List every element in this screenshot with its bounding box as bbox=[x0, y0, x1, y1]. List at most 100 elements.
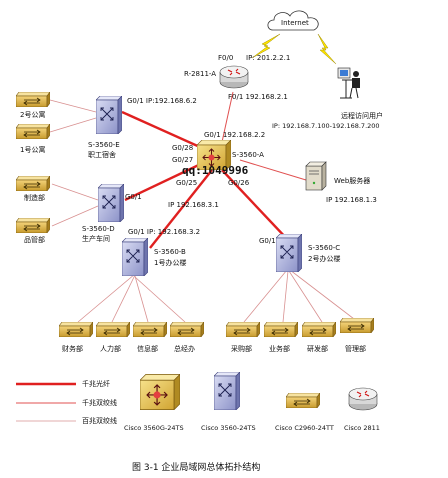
lan-link-c-hub3 bbox=[288, 270, 323, 323]
lan-link-e-hub2 bbox=[49, 117, 97, 133]
lan-link-e-hub1 bbox=[49, 99, 97, 113]
hub-icon bbox=[286, 393, 320, 408]
core-g028-label: G0/28 bbox=[172, 144, 193, 152]
switch-b-name: S-3560-B bbox=[154, 248, 186, 256]
hub-c-3[interactable] bbox=[302, 322, 336, 337]
hub-b-2-label: 人力部 bbox=[100, 344, 121, 353]
cloud-icon bbox=[267, 10, 319, 31]
switch-d-name: S-3560-D bbox=[82, 225, 115, 233]
server-icon bbox=[305, 165, 323, 191]
hub-c-2[interactable] bbox=[264, 322, 298, 337]
hub-e-1[interactable] bbox=[16, 92, 50, 107]
switch-icon bbox=[98, 184, 124, 222]
lightning-bolt-icon bbox=[251, 33, 281, 59]
hub-e-1-label: 2号公寓 bbox=[20, 110, 45, 119]
lan-link-c-hub4 bbox=[289, 269, 359, 323]
lan-link-b-hub2 bbox=[111, 274, 136, 323]
wan-links bbox=[251, 33, 337, 65]
router-icon bbox=[348, 387, 378, 411]
legend-device-3560-label: Cisco 3560-24TS bbox=[201, 424, 256, 432]
fiber-link-a-e bbox=[121, 110, 212, 154]
router-f00-ip: IP: 201.2.2.1 bbox=[246, 54, 290, 62]
switch-s3560c[interactable] bbox=[276, 234, 302, 272]
lan-link-d-hub2 bbox=[51, 205, 99, 227]
fiber-link-a-c bbox=[221, 169, 289, 241]
hub-c-4[interactable] bbox=[340, 318, 374, 333]
switch-e-sub: 职工宿舍 bbox=[88, 150, 116, 159]
hub-e-2-label: 1号公寓 bbox=[20, 145, 45, 154]
switch-b-uplink-ip: IP 192.168.3.1 bbox=[168, 201, 219, 209]
hub-c-2-label: 业务部 bbox=[269, 344, 290, 353]
remote-user-ip: IP: 192.168.7.100-192.168.7.200 bbox=[272, 122, 380, 130]
lan-link-b-hub1 bbox=[77, 273, 136, 323]
hub-d-2[interactable] bbox=[16, 218, 50, 233]
hub-b-1[interactable] bbox=[59, 322, 93, 337]
hub-icon bbox=[96, 322, 130, 337]
hub-b-1-label: 财务部 bbox=[62, 344, 83, 353]
legend-devices: Cisco 3560G-24TS Cisco 3560-24TS Cisco C… bbox=[124, 372, 380, 432]
fiber-link-a-d bbox=[124, 160, 206, 202]
remote-user-label: 远程访问用户 bbox=[341, 111, 383, 120]
switch-d-sub: 生产车间 bbox=[82, 234, 110, 243]
server-label: Web服务器 bbox=[334, 176, 370, 185]
hub-icon bbox=[133, 322, 167, 337]
hub-icon bbox=[226, 322, 260, 337]
core-switch-icon bbox=[140, 374, 180, 410]
legend-device-2811-label: Cisco 2811 bbox=[344, 424, 380, 432]
hub-b-2[interactable] bbox=[96, 322, 130, 337]
router-f00-label: F0/0 bbox=[218, 54, 233, 62]
tp-link-router-core bbox=[221, 91, 234, 143]
core-g01-label: G0/1 192.168.2.2 bbox=[204, 131, 265, 139]
switch-d-g01: G0/1 bbox=[125, 193, 142, 201]
hub-d-2-label: 品管部 bbox=[24, 235, 45, 244]
user-icon bbox=[353, 71, 359, 77]
hub-c-1[interactable] bbox=[226, 322, 260, 337]
router-r2811[interactable] bbox=[219, 65, 249, 89]
hub-d-1-label: 制造部 bbox=[24, 193, 45, 202]
hub-c-1-label: 采购部 bbox=[231, 344, 252, 353]
legend-device-2960-label: Cisco C2960-24TT bbox=[275, 424, 334, 432]
hub-c-4-label: 管理部 bbox=[345, 344, 366, 353]
tp-link-core-server bbox=[239, 159, 307, 181]
cloud-label: Internet bbox=[281, 19, 309, 27]
hub-icon bbox=[340, 318, 374, 333]
hub-icon bbox=[59, 322, 93, 337]
switch-b-sub: 1号办公楼 bbox=[154, 258, 186, 267]
web-server[interactable] bbox=[305, 161, 327, 191]
switch-s3560e[interactable] bbox=[96, 96, 122, 134]
internet-cloud: Internet bbox=[267, 10, 319, 31]
legend-lines: 千兆光纤 千兆双绞线 百兆双绞线 bbox=[16, 379, 117, 425]
hub-icon bbox=[264, 322, 298, 337]
switch-c-name: S-3560-C bbox=[308, 244, 340, 252]
router-f01-label: F0/1 192.168.2.1 bbox=[228, 93, 288, 101]
lan-link-b-hub3 bbox=[134, 275, 149, 323]
hub-b-3[interactable] bbox=[133, 322, 167, 337]
switch-c-sub: 2号办公楼 bbox=[308, 254, 340, 263]
hub-icon bbox=[16, 92, 50, 107]
hub-icon bbox=[16, 176, 50, 191]
hub-e-2[interactable] bbox=[16, 124, 50, 139]
switch-icon bbox=[96, 96, 122, 134]
core-switch-name: S-3560-A bbox=[232, 151, 264, 159]
hub-b-4-label: 总经办 bbox=[174, 344, 195, 353]
fiber-link-a-b bbox=[149, 169, 213, 249]
links bbox=[49, 91, 359, 323]
hub-d-1[interactable] bbox=[16, 176, 50, 191]
switch-b-g01: G0/1 IP: 192.168.3.2 bbox=[128, 228, 200, 236]
switch-s3560d[interactable] bbox=[98, 184, 124, 222]
remote-user-station bbox=[337, 67, 360, 99]
hub-icon bbox=[302, 322, 336, 337]
lan-link-d-hub1 bbox=[51, 183, 99, 201]
hub-b-4[interactable] bbox=[170, 322, 204, 337]
hub-c-3-label: 研发部 bbox=[307, 344, 328, 353]
switch-s3560b[interactable] bbox=[122, 238, 148, 276]
switch-icon bbox=[276, 234, 302, 272]
switch-icon bbox=[122, 238, 148, 276]
core-g025-label: G0/25 bbox=[176, 179, 197, 187]
core-g026-label: G0/26 bbox=[228, 179, 250, 187]
legend-gigabit-tp-label: 千兆双绞线 bbox=[82, 398, 117, 407]
lan-link-c-hub2 bbox=[282, 270, 289, 323]
legend-device-3560g-label: Cisco 3560G-24TS bbox=[124, 424, 184, 432]
legend-fiber-label: 千兆光纤 bbox=[82, 379, 110, 388]
